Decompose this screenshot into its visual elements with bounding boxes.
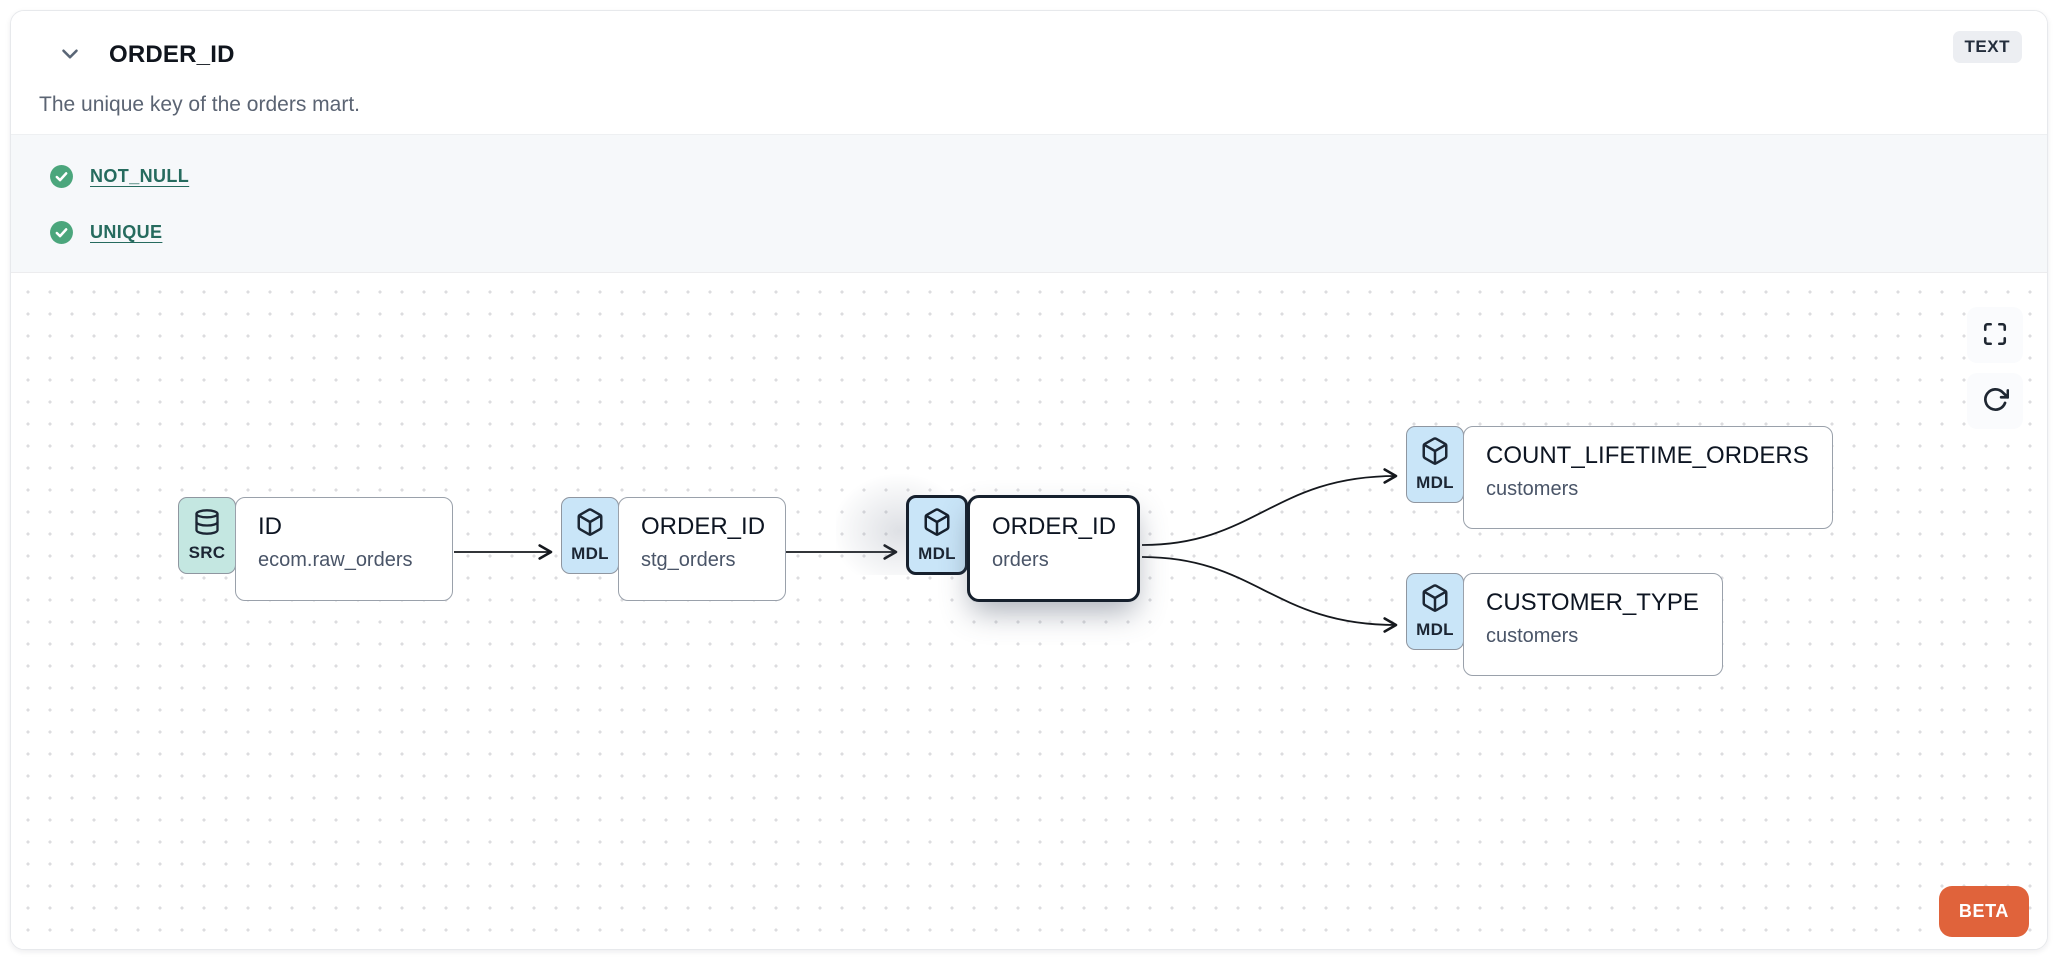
- column-description: The unique key of the orders mart.: [39, 93, 360, 116]
- node-badge-label: MDL: [571, 544, 609, 563]
- canvas-controls: [1967, 307, 2023, 429]
- refresh-icon: [1982, 386, 2009, 416]
- node-card: ORDER_ID stg_orders: [618, 497, 786, 601]
- cube-icon: [1420, 436, 1450, 471]
- fullscreen-button[interactable]: [1967, 307, 2023, 363]
- node-card: ID ecom.raw_orders: [235, 497, 453, 601]
- node-badge-label: MDL: [1416, 473, 1454, 492]
- cube-icon: [922, 507, 952, 542]
- check-circle-icon: [49, 164, 74, 189]
- node-badge-src: SRC: [178, 497, 236, 574]
- refresh-button[interactable]: [1967, 373, 2023, 429]
- check-circle-icon: [49, 220, 74, 245]
- node-subtitle: customers: [1486, 625, 1579, 647]
- column-type-badge: TEXT: [1952, 31, 2022, 63]
- beta-badge: BETA: [1938, 886, 2029, 937]
- node-card: COUNT_LIFETIME_ORDERS customers: [1463, 426, 1833, 529]
- node-subtitle: customers: [1486, 478, 1579, 500]
- node-badge-label: MDL: [1416, 620, 1454, 639]
- test-link-not-null[interactable]: NOT_NULL: [90, 165, 190, 186]
- node-badge-label: SRC: [188, 543, 226, 562]
- node-card: CUSTOMER_TYPE customers: [1463, 573, 1723, 676]
- chevron-down-icon: [57, 41, 83, 70]
- node-title: ORDER_ID: [641, 513, 766, 540]
- column-details-card: ORDER_ID TEXT The unique key of the orde…: [10, 10, 2048, 950]
- node-subtitle: stg_orders: [641, 549, 736, 571]
- node-badge-mdl: MDL: [1406, 573, 1464, 650]
- node-badge-mdl: MDL: [1406, 426, 1464, 503]
- node-badge-mdl: MDL: [561, 497, 619, 574]
- node-card: ORDER_ID orders: [967, 495, 1140, 602]
- node-badge-label: MDL: [918, 543, 956, 563]
- test-link-unique[interactable]: UNIQUE: [90, 221, 163, 242]
- lineage-edges: [454, 468, 1398, 633]
- node-title: COUNT_LIFETIME_ORDERS: [1486, 442, 1809, 469]
- cube-icon: [575, 507, 605, 542]
- node-title: ID: [258, 513, 282, 540]
- tests-section: NOT_NULL UNIQUE: [11, 134, 2047, 273]
- node-badge-mdl: MDL: [906, 495, 968, 575]
- test-row: UNIQUE: [49, 212, 2047, 252]
- header: ORDER_ID TEXT The unique key of the orde…: [11, 11, 2047, 134]
- collapse-chevron-button[interactable]: [55, 40, 85, 70]
- node-subtitle: ecom.raw_orders: [258, 549, 413, 571]
- node-title: CUSTOMER_TYPE: [1486, 589, 1699, 616]
- node-subtitle: orders: [992, 549, 1049, 571]
- cube-icon: [1420, 583, 1450, 618]
- database-icon: [193, 508, 221, 541]
- node-title: ORDER_ID: [992, 513, 1117, 540]
- fullscreen-icon: [1982, 321, 2008, 350]
- lineage-canvas[interactable]: SRC ID ecom.raw_orders MDL ORDER_ID stg_…: [11, 273, 2047, 949]
- page-title: ORDER_ID: [109, 41, 235, 68]
- test-row: NOT_NULL: [49, 156, 2047, 196]
